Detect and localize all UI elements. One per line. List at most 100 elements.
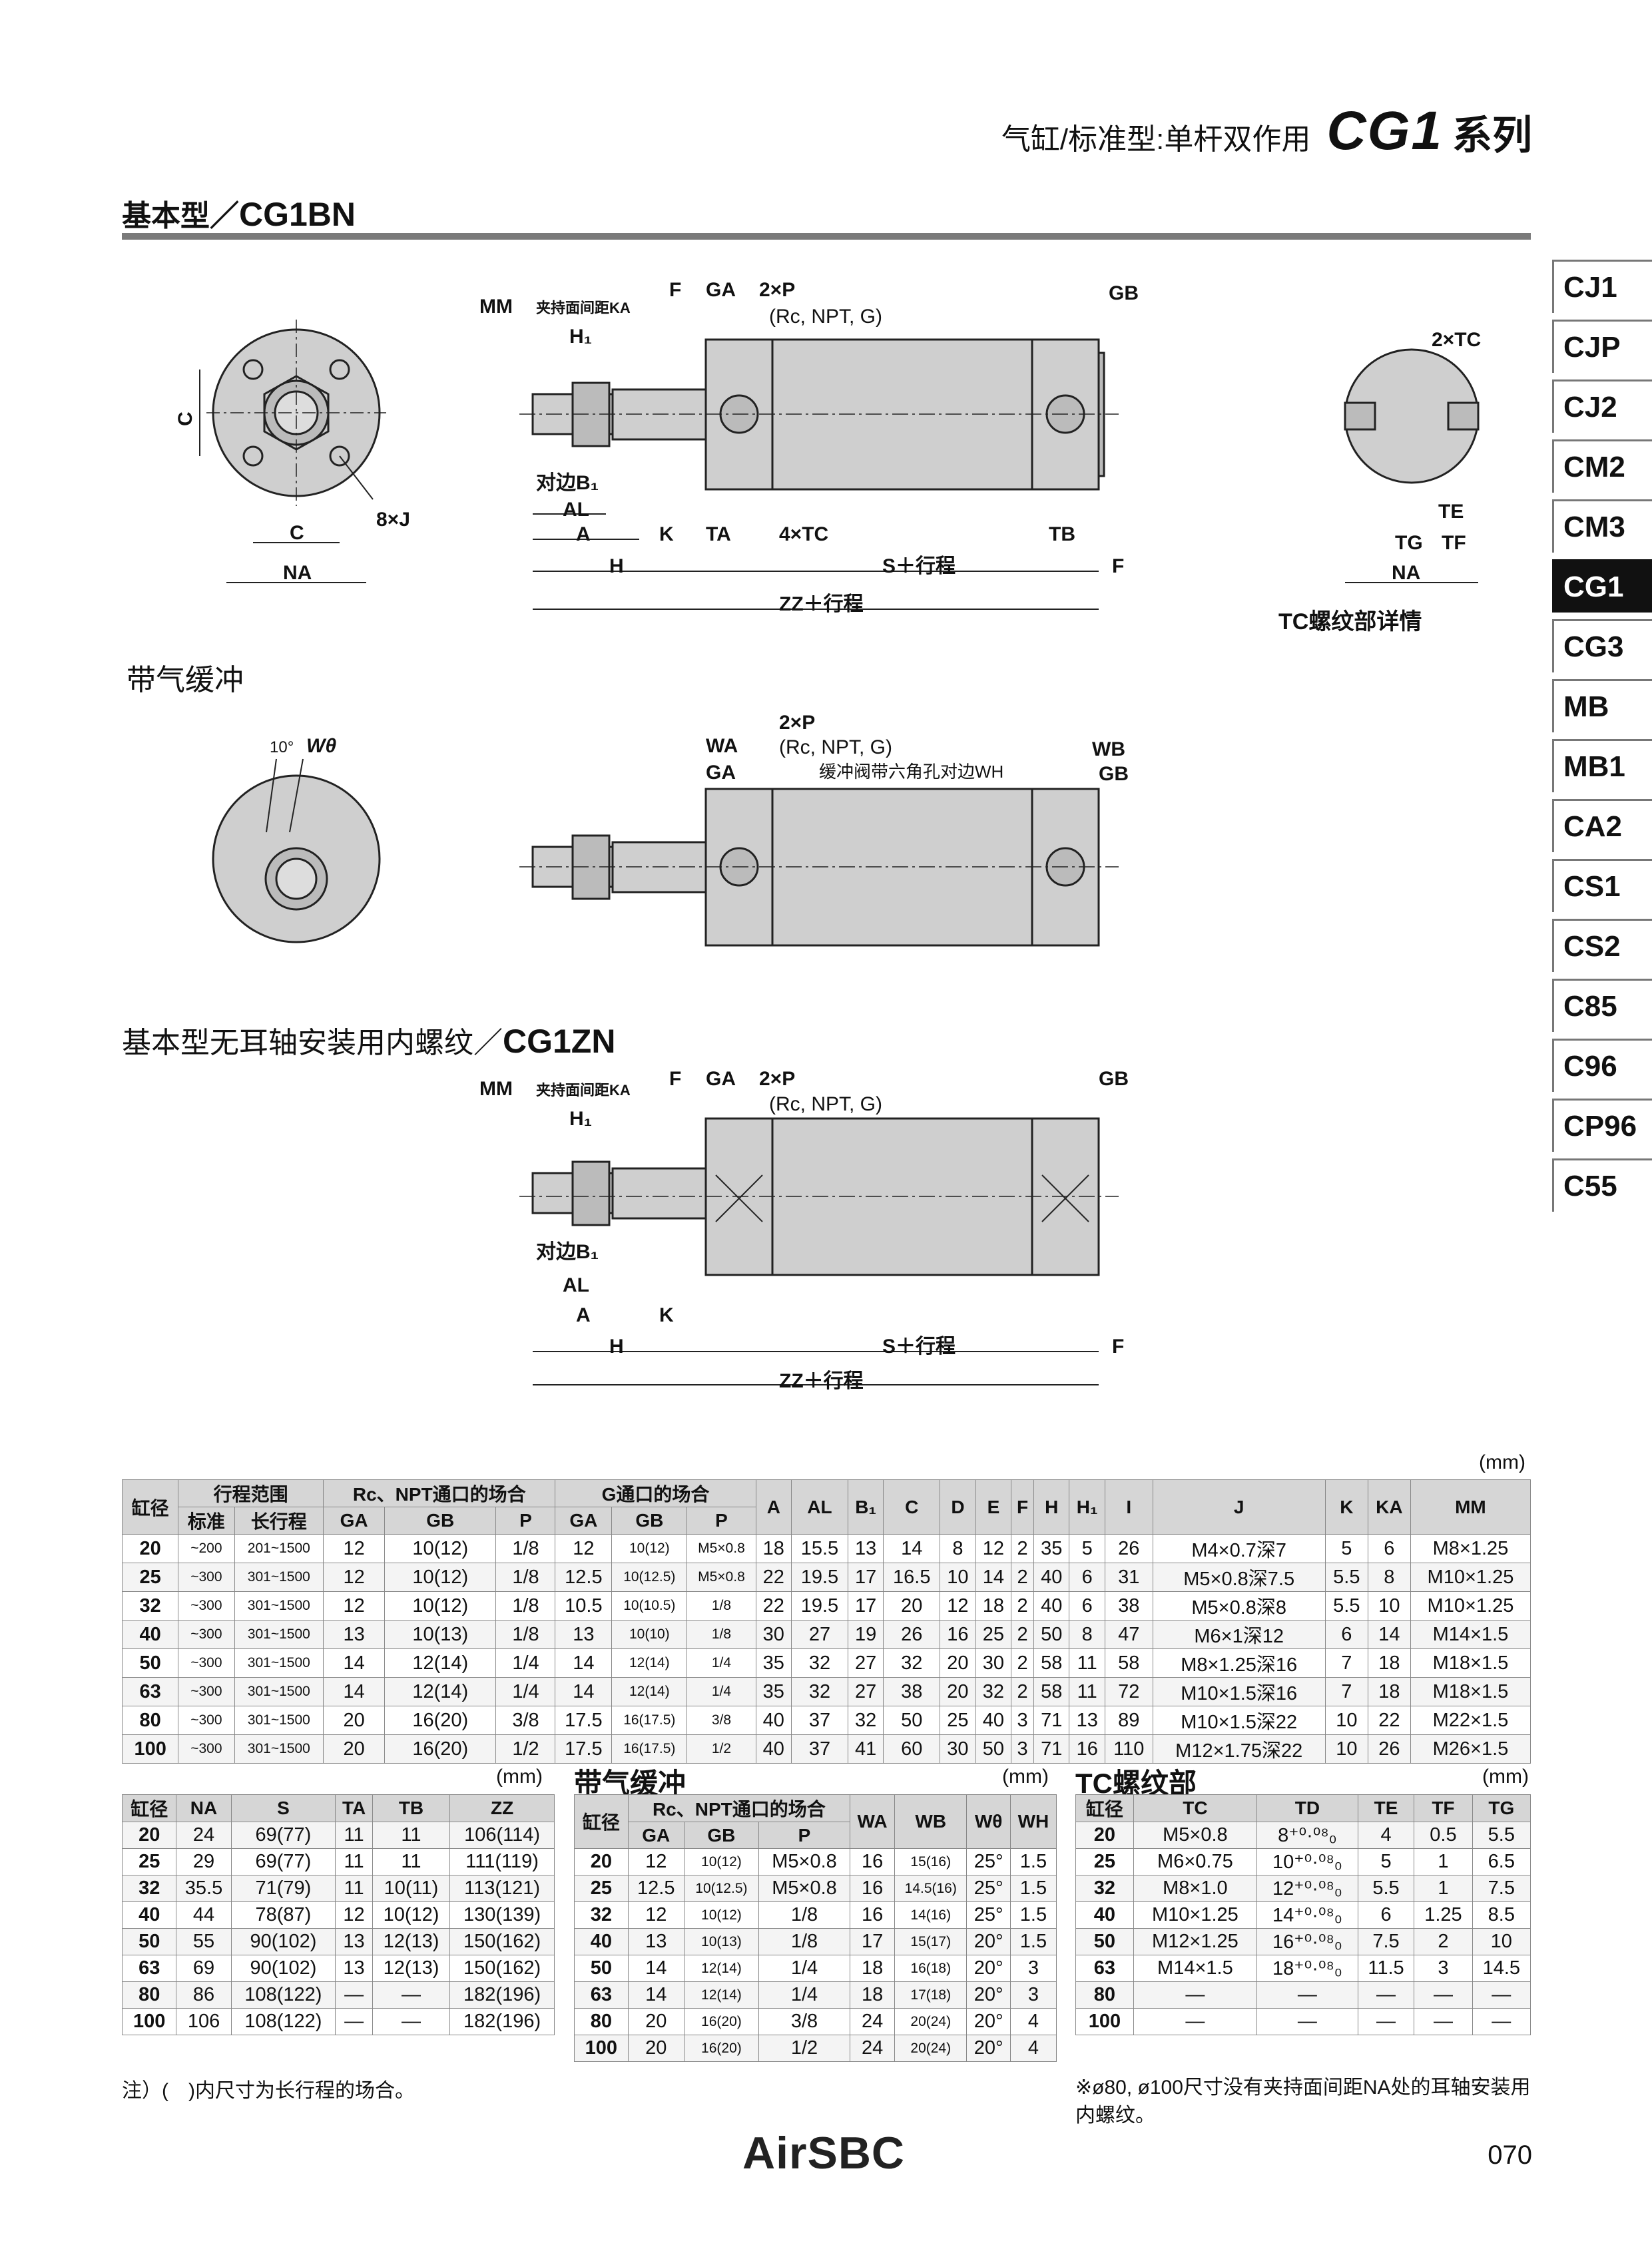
- table-cell: 20: [574, 1848, 629, 1875]
- table-cell: 25°: [966, 1901, 1011, 1929]
- header-model: CG1: [1326, 101, 1443, 161]
- dim-deg10: 10°: [270, 738, 294, 756]
- sidebar-item-cs2[interactable]: CS2: [1552, 919, 1652, 972]
- table-cell: 25: [121, 1563, 179, 1592]
- table-cell: 14.5(16): [894, 1875, 967, 1902]
- table-cell: M5×0.8深8: [1152, 1591, 1326, 1620]
- dim-tc2: 2×TC: [1432, 329, 1481, 351]
- dim-h1: H₁: [569, 326, 592, 348]
- table-cell: 35: [755, 1648, 792, 1678]
- table-cell: 71: [1033, 1734, 1070, 1764]
- table-header-cell: MM: [1410, 1479, 1531, 1535]
- sidebar-item-mb[interactable]: MB: [1552, 679, 1652, 732]
- table-cell: 10(12): [384, 1591, 497, 1620]
- table-cell: 13: [627, 1928, 685, 1955]
- sidebar-item-cm3[interactable]: CM3: [1552, 499, 1652, 553]
- table-cell: M8×1.25: [1410, 1534, 1531, 1563]
- sidebar-item-ca2[interactable]: CA2: [1552, 799, 1652, 852]
- sidebar-item-cp96[interactable]: CP96: [1552, 1099, 1652, 1152]
- sidebar-item-c96[interactable]: C96: [1552, 1039, 1652, 1092]
- table-cell: —: [1256, 2008, 1358, 2035]
- table-header-cell: WB: [894, 1794, 967, 1849]
- table-cell: 40: [755, 1706, 792, 1735]
- table-cell: 32: [847, 1706, 884, 1735]
- table-cell: 11: [335, 1875, 373, 1902]
- table-cell: M5×0.8: [758, 1875, 851, 1902]
- table-cell: 14: [555, 1648, 613, 1678]
- table-cell: 7: [1324, 1677, 1368, 1706]
- table-cell: 1/4: [495, 1677, 556, 1706]
- table-cell: 1/2: [495, 1734, 556, 1764]
- table-cell: 8: [940, 1534, 976, 1563]
- table-header-cell: TE: [1357, 1794, 1415, 1822]
- sidebar-item-cs1[interactable]: CS1: [1552, 859, 1652, 912]
- table-cell: 1/4: [758, 1981, 851, 2009]
- table-cell: 18: [975, 1591, 1012, 1620]
- table-cell: 1/8: [758, 1901, 851, 1929]
- cushion-table-unit: (mm): [1002, 1766, 1049, 1788]
- table-cell: 17: [850, 1928, 896, 1955]
- table-cell: 25: [975, 1620, 1012, 1649]
- table-cell: —: [1414, 1981, 1473, 2009]
- table-cell: 4: [1009, 2035, 1057, 2062]
- dim-wh: 缓冲阀带六角孔对边WH: [819, 762, 1003, 782]
- table-cell: 17: [847, 1563, 884, 1592]
- dim-s-z: S＋行程: [882, 1336, 956, 1358]
- table-header-cell: TC: [1133, 1794, 1258, 1822]
- table-cell: 18: [850, 1981, 896, 2009]
- section-code: CG1ZN: [503, 1023, 616, 1060]
- sidebar-item-cjp[interactable]: CJP: [1552, 320, 1652, 373]
- table-cell: 2: [1011, 1648, 1034, 1678]
- table-cell: 20: [323, 1734, 386, 1764]
- sidebar-item-mb1[interactable]: MB1: [1552, 739, 1652, 792]
- sidebar-item-cj1[interactable]: CJ1: [1552, 260, 1652, 313]
- brand-logo: AirSBC: [742, 2128, 906, 2178]
- table-cell: 5: [1324, 1534, 1368, 1563]
- section-title-basic: 基本型／CG1BN: [122, 192, 356, 234]
- table-cell: 3/8: [758, 2008, 851, 2035]
- sidebar-item-c55[interactable]: C55: [1552, 1158, 1652, 1212]
- sidebar-item-cg3[interactable]: CG3: [1552, 619, 1652, 672]
- sidebar-item-c85[interactable]: C85: [1552, 979, 1652, 1032]
- table-cell: 106(114): [449, 1822, 555, 1849]
- table-cell: 20°: [966, 1928, 1011, 1955]
- table-cell: 1/8: [758, 1928, 851, 1955]
- table-cell: 10: [1472, 1928, 1531, 1955]
- table-cell: 16: [940, 1620, 976, 1649]
- table-cell: 50: [883, 1706, 941, 1735]
- sidebar-item-cg1[interactable]: CG1: [1552, 559, 1652, 613]
- table-cell: 50: [1075, 1928, 1134, 1955]
- table-cell: 12(14): [611, 1648, 688, 1678]
- table-cell: 301~1500: [234, 1563, 324, 1592]
- section-title-zn: 基本型无耳轴安装用内螺纹／CG1ZN: [122, 1019, 615, 1061]
- sidebar-item-cm2[interactable]: CM2: [1552, 439, 1652, 493]
- table-cell: M4×0.7深7: [1152, 1534, 1326, 1563]
- table-cell: 10(11): [372, 1875, 451, 1902]
- table-header-cell: AL: [791, 1479, 848, 1535]
- table-cell: 27: [791, 1620, 848, 1649]
- table-cell: 40: [121, 1901, 177, 1929]
- dim-ga-z: GA: [706, 1068, 736, 1090]
- dim-p-sub: (Rc, NPT, G): [769, 306, 882, 328]
- cushion-table-title: 带气缓冲: [574, 1768, 687, 1799]
- table-header-cell: NA: [176, 1794, 232, 1822]
- sidebar-item-cj2[interactable]: CJ2: [1552, 379, 1652, 433]
- dim-h-z: H: [609, 1336, 624, 1358]
- table-cell: 90(102): [230, 1955, 336, 1982]
- table-cell: 12: [335, 1901, 373, 1929]
- table-header-cell: S: [230, 1794, 336, 1822]
- table-cell: 24: [850, 2035, 896, 2062]
- table-cell: 80: [1075, 1981, 1134, 2009]
- dim-wb: WB: [1092, 738, 1125, 760]
- table-cell: 25°: [966, 1875, 1011, 1902]
- table-cell: 10: [1367, 1591, 1411, 1620]
